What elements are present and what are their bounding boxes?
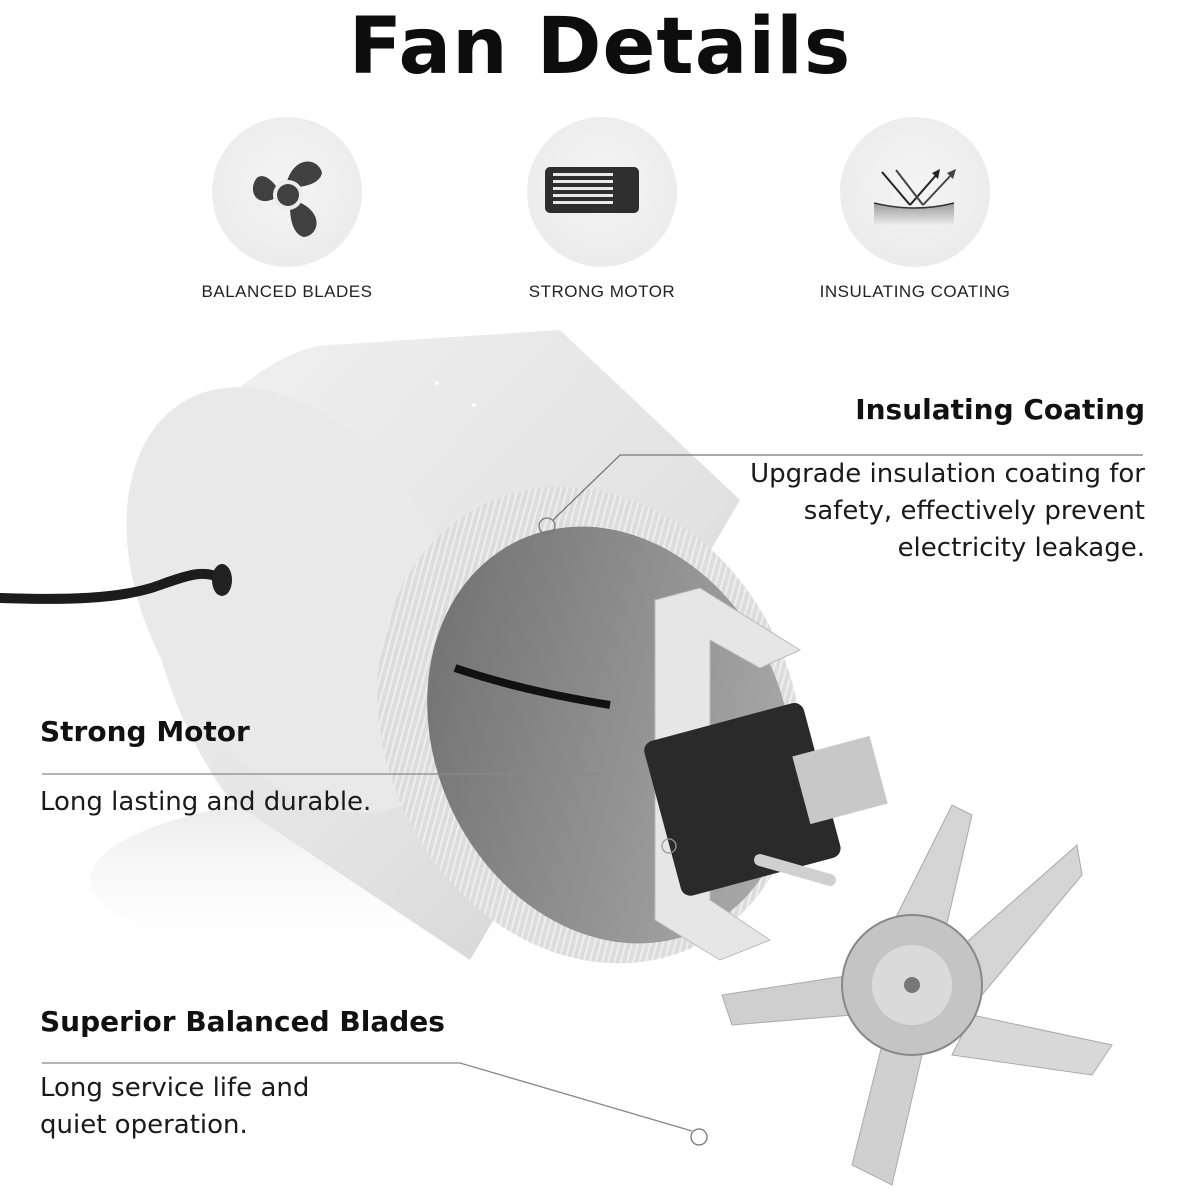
feature-label: STRONG MOTOR: [528, 282, 676, 301]
feature-label: BALANCED BLADES: [201, 282, 373, 301]
description-line: Long service life and: [40, 1073, 310, 1103]
insulating-coating-icon: [873, 169, 956, 225]
description-line: quiet operation.: [40, 1110, 248, 1140]
callout-strong-motor: Strong Motor Long lasting and durable.: [40, 715, 540, 821]
callout-superior-balanced-blades: Superior Balanced Blades Long service li…: [40, 1005, 600, 1144]
callout-heading: Strong Motor: [40, 715, 250, 748]
feature-label: INSULATING COATING: [819, 282, 1011, 301]
feature-icon-circle: [212, 117, 362, 267]
description-line: Long lasting and durable.: [40, 787, 372, 817]
callout-description: Long service life and quiet operation.: [40, 1070, 600, 1144]
feature-strong-motor: STRONG MOTOR: [527, 117, 677, 301]
feature-balanced-blades: BALANCED BLADES: [202, 117, 372, 301]
callout-insulating-coating: Insulating Coating Upgrade insulation co…: [700, 393, 1145, 567]
page-title: Fan Details: [348, 2, 852, 92]
description-line: electricity leakage.: [897, 533, 1145, 563]
callout-heading: Superior Balanced Blades: [40, 1005, 445, 1038]
fan-blades-icon: [252, 161, 322, 237]
callout-heading: Insulating Coating: [855, 393, 1145, 426]
feature-insulating-coating: INSULATING COATING: [820, 117, 1010, 301]
motor-icon: [545, 167, 639, 213]
feature-icon-circle: [840, 117, 990, 267]
description-line: safety, effectively prevent: [803, 496, 1145, 526]
feature-icon-circle: [527, 117, 677, 267]
callout-description: Upgrade insulation coating for safety, e…: [700, 456, 1145, 567]
description-line: Upgrade insulation coating for: [750, 459, 1145, 489]
callout-description: Long lasting and durable.: [40, 784, 540, 821]
